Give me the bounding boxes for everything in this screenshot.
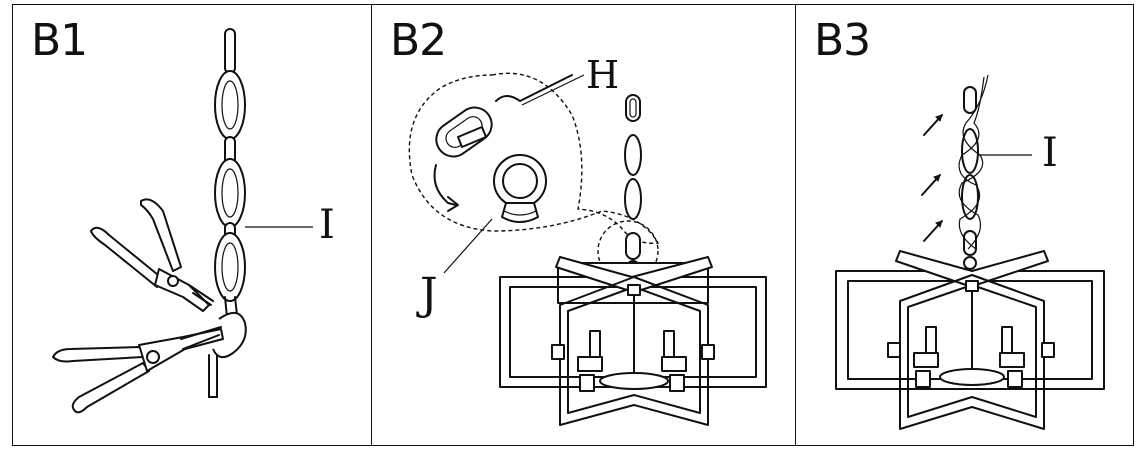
quick-link-icon: [435, 74, 573, 158]
detail-magnifier: [408, 72, 660, 282]
chain-link-icon: [624, 94, 642, 274]
chain-link-icon: [958, 74, 989, 270]
chandelier-icon: [835, 250, 1105, 430]
wire-weave-illustration: [835, 74, 1105, 430]
up-arrow-icon: [921, 114, 943, 242]
panel-b1: B1: [12, 4, 372, 446]
step-label-b1: B1: [31, 15, 88, 66]
callout-i: I: [319, 202, 335, 248]
leader-line-h: [521, 74, 585, 106]
hook-attach-illustration: [408, 72, 767, 426]
step-label-b2: B2: [390, 15, 447, 66]
rotate-arrow-icon: [433, 164, 459, 212]
chain-link-icon: [208, 28, 247, 398]
callout-j: J: [420, 269, 438, 320]
panel-b2: B2: [371, 4, 796, 446]
callout-i: I: [1042, 130, 1058, 176]
callout-h: H: [586, 53, 620, 97]
eye-hook-icon: [493, 154, 547, 223]
pliers-icon: [90, 198, 214, 312]
panel-b3: B3: [795, 4, 1134, 446]
chandelier-icon: [499, 256, 767, 426]
leader-line-j: [443, 218, 493, 274]
step-label-b3: B3: [814, 15, 871, 66]
pliers-icon: [52, 326, 224, 414]
chain-opening-illustration: [52, 28, 313, 414]
